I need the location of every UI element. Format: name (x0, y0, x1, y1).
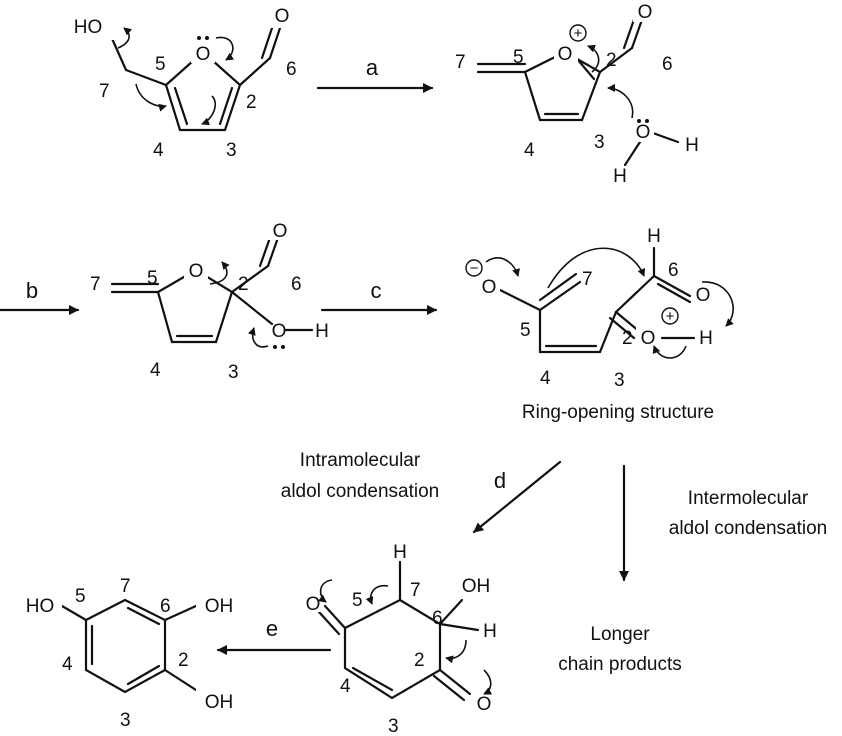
hydroxyl-h-label-3: H (315, 321, 329, 342)
molecule-ring-opened: O − O H O + H 7 5 6 2 4 3 Ring-opening s… (465, 226, 734, 423)
hydroxyl-oxygen-label-3: O (272, 321, 287, 342)
step-label-e: e (266, 616, 278, 641)
h-label-c6: H (483, 621, 497, 642)
aldehyde-oxygen-label: O (696, 285, 711, 306)
arrow-step-c: c (320, 278, 438, 315)
atom-number-2: 2 (246, 92, 257, 113)
atom-number-4: 4 (153, 140, 164, 161)
ketone-oxygen-label-1: O (306, 594, 321, 615)
water-oxygen-label: O (636, 122, 651, 143)
carbonyl-oxygen-label-2: O (638, 2, 653, 23)
intramolecular-caption-2: aldol condensation (281, 481, 439, 502)
step-label-a: a (366, 55, 379, 80)
hydroxyl-label: HO (74, 17, 103, 38)
molecule-oxonium: O + O O H H 7 5 2 6 4 3 (455, 0, 699, 187)
step-label-c: c (371, 278, 382, 303)
ring-oxygen-label: O (196, 44, 211, 65)
atom-number-6-c: 6 (291, 274, 302, 295)
arrow-intermolecular: Intermolecular aldol condensation Longer… (558, 464, 827, 675)
atom-number-2-c: 2 (238, 274, 249, 295)
atom-number-5-d: 5 (520, 320, 531, 341)
intermolecular-caption-2: aldol condensation (669, 518, 827, 539)
longer-chain-caption-2: chain products (558, 654, 682, 675)
atom-number-4-f: 4 (62, 654, 73, 675)
atom-number-7-c: 7 (90, 274, 101, 295)
atom-number-5-f: 5 (75, 586, 86, 607)
water-h-label: H (685, 135, 699, 156)
atom-number-7-d: 7 (582, 269, 593, 290)
molecule-benzenetriol: HO OH OH 5 7 6 2 4 3 (18, 576, 240, 731)
hydroxyl-label-6c: OH (205, 692, 234, 713)
arrow-step-e: e (216, 616, 332, 655)
atom-number-3-f: 3 (120, 710, 131, 731)
positive-charge: + (574, 25, 583, 42)
atom-number-7-b: 7 (455, 52, 466, 73)
atom-number-6-b: 6 (662, 54, 673, 75)
atom-number-7-e: 7 (410, 580, 421, 601)
negative-charge: − (470, 260, 479, 277)
oxonium-oxygen-label: O (558, 44, 573, 65)
intramolecular-caption-1: Intramolecular (300, 450, 421, 471)
arrow-step-b: b (0, 278, 80, 315)
atom-number-3: 3 (226, 140, 237, 161)
hydroxyl-label-5: OH (462, 576, 491, 597)
enolate-oxygen-label: O (482, 277, 497, 298)
atom-number-4-d: 4 (540, 368, 551, 389)
atom-number-3-d: 3 (614, 370, 625, 391)
atom-number-3-b: 3 (594, 132, 605, 153)
atom-number-7: 7 (99, 81, 110, 102)
longer-chain-caption-1: Longer (590, 624, 650, 645)
atom-number-4-e: 4 (340, 676, 351, 697)
atom-number-2-f: 2 (178, 650, 189, 671)
atom-number-4-c: 4 (150, 360, 161, 381)
hydroxyl-label-6a: HO (26, 596, 55, 617)
atom-number-4-b: 4 (524, 140, 535, 161)
atom-number-6-d: 6 (668, 260, 679, 281)
oxonium-oxygen-label-4: O (641, 328, 656, 349)
atom-number-6-e: 6 (432, 608, 443, 629)
atom-number-2-e: 2 (414, 650, 425, 671)
arrow-step-d: d Intramolecular aldol condensation (281, 450, 562, 534)
intermolecular-caption-1: Intermolecular (688, 488, 809, 509)
atom-number-2-b: 2 (606, 50, 617, 71)
water-h-label-2: H (613, 166, 627, 187)
oxonium-h-label: H (699, 328, 713, 349)
step-label-b: b (26, 278, 38, 303)
atom-number-7-f: 7 (120, 576, 131, 597)
ketone-oxygen-label-2: O (477, 694, 492, 715)
h-label-c7: H (393, 542, 407, 563)
aldehyde-h-label: H (647, 226, 661, 247)
ring-oxygen-label-3: O (189, 261, 204, 282)
arrow-step-a: a (316, 55, 434, 93)
ring-opening-caption: Ring-opening structure (522, 402, 714, 423)
molecule-hemiacetal: O O O H 7 5 2 6 4 3 (90, 218, 329, 383)
atom-number-5-c: 5 (147, 268, 158, 289)
step-label-d: d (494, 468, 506, 493)
carbonyl-oxygen-label-3: O (273, 221, 288, 242)
atom-number-3-e: 3 (388, 716, 399, 736)
hydroxyl-label-6b: OH (205, 596, 234, 617)
molecule-cyclohexenedione: O O OH H H 5 7 6 2 4 3 (302, 542, 497, 736)
atom-number-3-c: 3 (228, 362, 239, 383)
positive-charge-4: + (666, 308, 675, 325)
atom-number-5-e: 5 (352, 590, 363, 611)
molecule-hmf: O HO O 5 7 2 6 4 3 (70, 6, 297, 161)
atom-number-6-f: 6 (160, 596, 171, 617)
atom-number-5-b: 5 (513, 47, 524, 68)
atom-number-2-d: 2 (622, 328, 633, 349)
carbonyl-oxygen-label: O (275, 6, 290, 27)
atom-number-6: 6 (286, 59, 297, 80)
atom-number-5: 5 (155, 54, 166, 75)
